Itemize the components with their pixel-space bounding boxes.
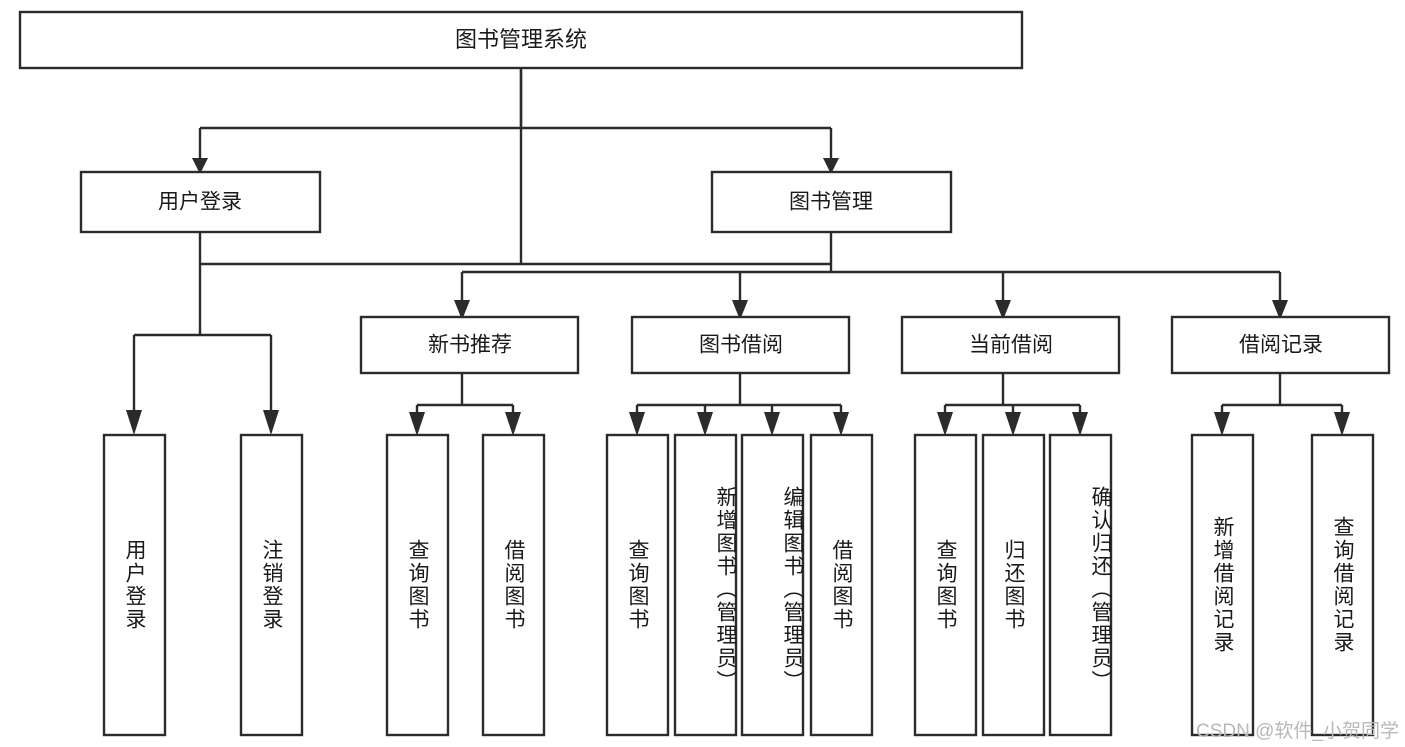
- arrow-to-new-book-rec: [454, 300, 470, 320]
- arrow-cb-leaf-1: [937, 412, 953, 436]
- node-new-book-rec-label: 新书推荐: [428, 334, 512, 357]
- node-new-book-rec[interactable]: 新书推荐: [359, 315, 580, 375]
- arrow-bb-leaf-3: [764, 412, 780, 436]
- arrow-bb-leaf-4: [833, 412, 849, 436]
- arrow-br-leaf-2: [1334, 412, 1350, 436]
- leaf-box-bb-borrow[interactable]: [809, 433, 874, 737]
- node-book-borrow[interactable]: 图书借阅: [630, 315, 851, 375]
- node-book-manage[interactable]: 图书管理: [710, 170, 953, 234]
- node-root[interactable]: 图书管理系统: [18, 10, 1024, 70]
- leaf-boxes: [102, 433, 1375, 737]
- node-book-borrow-box[interactable]: [630, 315, 851, 375]
- leaf-box-nbr-query[interactable]: [385, 433, 450, 737]
- leaf-box-cb-confirm[interactable]: [1048, 433, 1113, 737]
- node-root-box[interactable]: [18, 10, 1024, 70]
- node-book-manage-box[interactable]: [710, 170, 953, 234]
- arrow-to-leaf-logout: [263, 410, 279, 435]
- arrow-nbr-leaf-1: [409, 412, 425, 436]
- arrow-br-leaf-1: [1214, 412, 1230, 436]
- leaf-box-cb-query[interactable]: [913, 433, 978, 737]
- node-current-borrow-box[interactable]: [900, 315, 1121, 375]
- watermark-text: CSDN @软件_小贺同学: [1196, 721, 1399, 742]
- leaf-box-bb-edit[interactable]: [740, 433, 805, 737]
- node-root-label: 图书管理系统: [455, 27, 587, 52]
- node-borrow-record[interactable]: 借阅记录: [1170, 315, 1391, 375]
- node-user-login-label: 用户登录: [158, 191, 242, 214]
- node-new-book-rec-box[interactable]: [359, 315, 580, 375]
- arrow-to-book-manage: [823, 158, 839, 174]
- connectors: [126, 68, 1350, 436]
- arrow-to-borrow-record: [1272, 300, 1288, 320]
- arrow-to-user-login: [192, 158, 208, 174]
- arrow-cb-leaf-2: [1005, 412, 1021, 436]
- node-book-manage-label: 图书管理: [789, 191, 873, 214]
- node-user-login[interactable]: 用户登录: [79, 170, 322, 234]
- arrow-to-current-borrow: [995, 300, 1011, 320]
- arrow-nbr-leaf-2: [505, 412, 521, 436]
- leaf-box-bb-query[interactable]: [605, 433, 670, 737]
- node-borrow-record-box[interactable]: [1170, 315, 1391, 375]
- arrow-cb-leaf-3: [1072, 412, 1088, 436]
- leaf-box-logout[interactable]: [239, 433, 304, 737]
- node-current-borrow[interactable]: 当前借阅: [900, 315, 1121, 375]
- leaf-box-nbr-borrow[interactable]: [481, 433, 546, 737]
- leaf-box-cb-return[interactable]: [981, 433, 1046, 737]
- arrow-bb-leaf-2: [697, 412, 713, 436]
- leaf-box-bb-add[interactable]: [673, 433, 738, 737]
- node-user-login-box[interactable]: [79, 170, 322, 234]
- arrow-to-book-borrow: [732, 300, 748, 320]
- leaf-box-br-add[interactable]: [1190, 433, 1255, 737]
- leaf-box-user-login[interactable]: [102, 433, 167, 737]
- arrow-to-leaf-user-login: [126, 410, 142, 435]
- node-book-borrow-label: 图书借阅: [699, 334, 783, 357]
- node-borrow-record-label: 借阅记录: [1239, 334, 1323, 357]
- leaf-box-br-query[interactable]: [1310, 433, 1375, 737]
- arrow-bb-leaf-1: [629, 412, 645, 436]
- node-current-borrow-label: 当前借阅: [969, 334, 1053, 357]
